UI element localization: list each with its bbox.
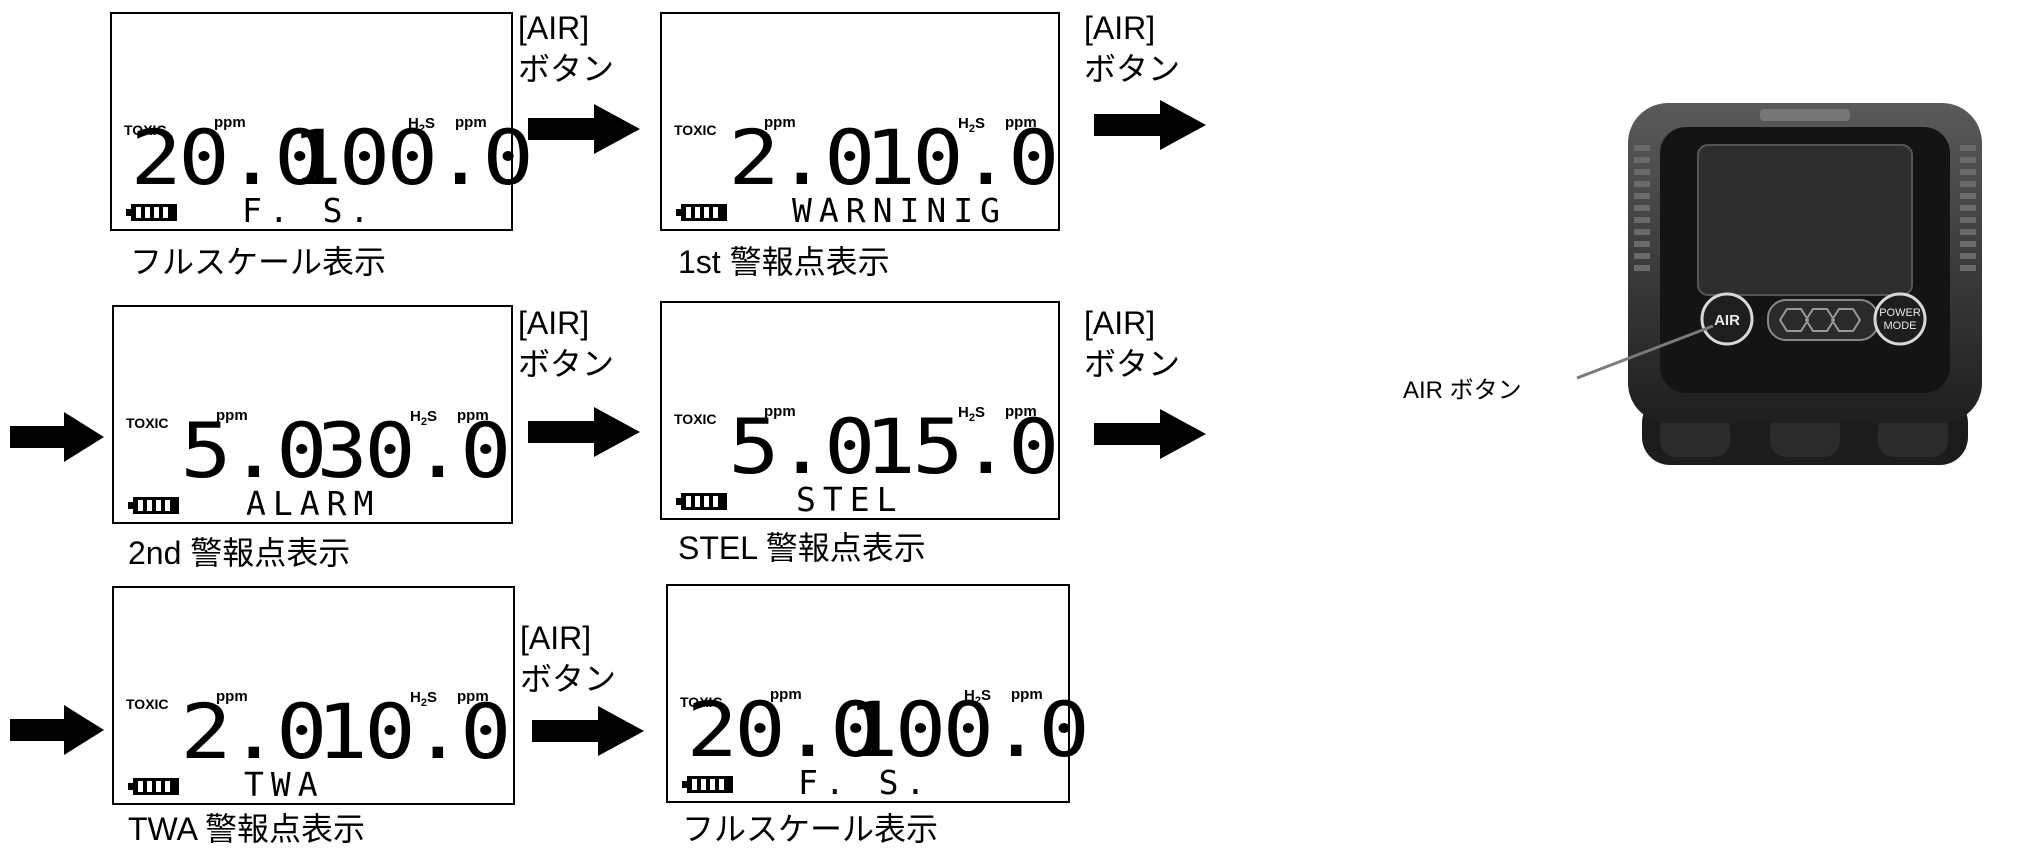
toxic-label: TOXIC: [674, 122, 717, 138]
toxic-label: TOXIC: [674, 411, 717, 427]
unit-label: ppm: [1005, 403, 1037, 420]
reading-value: 20.0: [686, 685, 881, 774]
gas-label: H2S: [964, 687, 991, 707]
alarm-value: 30.0: [316, 406, 511, 495]
lcd-message: F. S.: [242, 191, 377, 230]
lcd-panel-full-scale-1: TOXIC ppm H2S ppm 20.0 100.0 F. S.: [110, 12, 534, 231]
air-button-label: [AIR]ボタン: [1084, 10, 1181, 87]
full-scale-value: 100.0: [290, 113, 534, 202]
unit-label: ppm: [764, 114, 796, 131]
air-button-label: [AIR]ボタン: [520, 620, 617, 697]
panel-caption: 1st 警報点表示: [678, 244, 890, 280]
right-arrow-icon: [10, 705, 104, 755]
callout-line: [1576, 324, 1714, 380]
battery-icon: [128, 778, 179, 795]
lcd-message: STEL: [796, 480, 904, 519]
gas-label: H2S: [410, 689, 437, 709]
lcd-panel-alarm: TOXIC ppm H2S ppm 5.0 30.0 ALARM: [112, 305, 513, 524]
air-button: [1700, 292, 1754, 346]
unit-label: ppm: [216, 688, 248, 705]
battery-icon: [682, 776, 733, 793]
reading-value: 2.0: [728, 113, 875, 202]
battery-icon: [676, 493, 727, 510]
power-label: POWER: [1879, 307, 1921, 319]
gas-label: H2S: [410, 408, 437, 428]
toxic-label: TOXIC: [126, 696, 169, 712]
unit-label: ppm: [1011, 686, 1043, 703]
battery-icon: [126, 204, 177, 221]
reading-value: 2.0: [180, 687, 327, 776]
right-arrow-icon: [1094, 100, 1206, 150]
unit-label: ppm: [455, 114, 487, 131]
air-button-label: [AIR]ボタン: [1084, 305, 1181, 382]
right-arrow-icon: [1094, 409, 1206, 459]
unit-label: ppm: [214, 114, 246, 131]
right-arrow-icon: [528, 104, 640, 154]
right-arrow-icon: [528, 407, 640, 457]
lcd-panel-warning: TOXIC ppm H2S ppm 2.0 10.0 WARNINIG: [660, 12, 1060, 231]
lcd-message: TWA: [244, 765, 325, 804]
right-arrow-icon: [10, 412, 104, 462]
unit-label: ppm: [1005, 114, 1037, 131]
panel-caption: フルスケール表示: [682, 811, 939, 847]
mode-label: MODE: [1884, 320, 1917, 332]
battery-icon: [128, 497, 179, 514]
right-arrow-icon: [532, 706, 644, 756]
gas-detector-device: AIR POWER MODE: [1628, 103, 1982, 465]
panel-caption: フルスケール表示: [130, 244, 387, 280]
alarm-value: 10.0: [864, 113, 1059, 202]
unit-label: ppm: [216, 407, 248, 424]
air-button-callout-label: AIR ボタン: [1403, 377, 1522, 404]
alarm-value: 15.0: [864, 402, 1059, 491]
unit-label: ppm: [457, 688, 489, 705]
power-mode-button: [1873, 292, 1927, 346]
panel-caption: 2nd 警報点表示: [128, 535, 351, 571]
panel-caption: STEL 警報点表示: [678, 530, 926, 566]
air-button-label: AIR: [1714, 312, 1740, 329]
toxic-label: TOXIC: [680, 694, 723, 710]
lcd-message: F. S.: [798, 763, 933, 802]
unit-label: ppm: [770, 686, 802, 703]
device-screen: [1697, 144, 1913, 296]
air-button-label: [AIR]ボタン: [518, 10, 615, 87]
lcd-message: WARNINIG: [792, 191, 1007, 230]
lcd-message: ALARM: [246, 484, 381, 523]
gas-label: H2S: [958, 115, 985, 135]
battery-icon: [676, 204, 727, 221]
unit-label: ppm: [457, 407, 489, 424]
reading-value: 20.0: [130, 113, 325, 202]
toxic-label: TOXIC: [124, 122, 167, 138]
gas-label: H2S: [408, 115, 435, 135]
air-button-label: [AIR]ボタン: [518, 305, 615, 382]
reading-value: 5.0: [180, 406, 327, 495]
reading-value: 5.0: [728, 402, 875, 491]
gas-label: H2S: [958, 404, 985, 424]
alarm-value: 10.0: [316, 687, 511, 776]
lcd-panel-stel: TOXIC ppm H2S ppm 5.0 15.0 STEL: [660, 301, 1060, 520]
panel-caption: TWA 警報点表示: [128, 811, 366, 847]
toxic-label: TOXIC: [126, 415, 169, 431]
unit-label: ppm: [764, 403, 796, 420]
lcd-panel-full-scale-2: TOXIC ppm H2S ppm 20.0 100.0 F. S.: [666, 584, 1090, 803]
lcd-panel-twa: TOXIC ppm H2S ppm 2.0 10.0 TWA: [112, 586, 515, 805]
full-scale-value: 100.0: [846, 685, 1090, 774]
